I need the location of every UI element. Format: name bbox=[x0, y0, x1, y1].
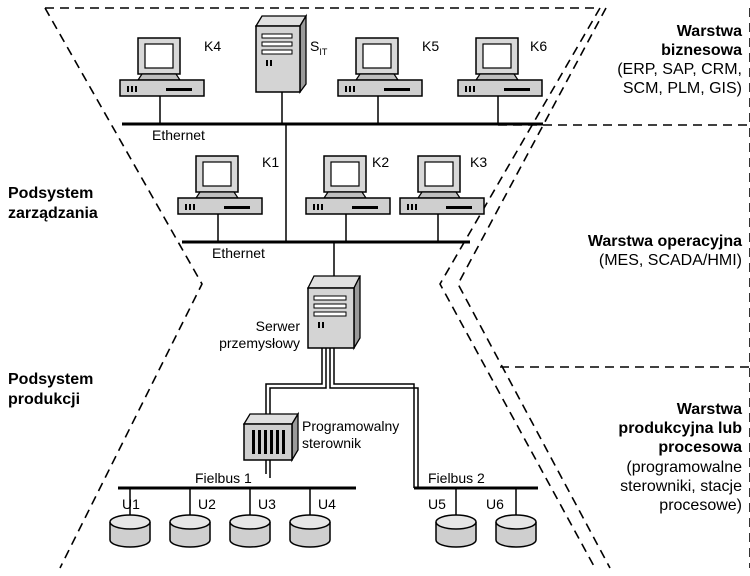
business-layer-line3: (ERP, SAP, CRM, bbox=[617, 61, 742, 78]
device-u1-icon bbox=[109, 514, 151, 548]
fieldbus1-label: Fielbus 1 bbox=[195, 470, 252, 486]
plc-label-2: sterownik bbox=[302, 435, 362, 451]
production-layer-line6: procesowe) bbox=[659, 497, 742, 514]
k5-label: K5 bbox=[422, 38, 440, 54]
industrial-server-label-2: przemysłowy bbox=[219, 335, 300, 351]
computer-k4-icon bbox=[119, 37, 205, 97]
plc-label-1: Programowalny bbox=[302, 418, 400, 434]
plc-icon bbox=[242, 411, 300, 463]
right-hourglass-edge bbox=[439, 7, 601, 569]
it-server-label-main: S bbox=[310, 38, 320, 54]
fieldbus2-label: Fielbus 2 bbox=[428, 470, 485, 486]
device-u2-icon bbox=[169, 514, 211, 548]
u1-label: U1 bbox=[122, 496, 140, 512]
k2-label: K2 bbox=[372, 154, 390, 170]
u2-label: U2 bbox=[198, 496, 216, 512]
production-layer-line1: Warstwa bbox=[676, 401, 742, 418]
top-ethernet-label: Ethernet bbox=[152, 127, 205, 143]
production-layer-line3: procesowa bbox=[658, 439, 742, 456]
device-u4-icon bbox=[289, 514, 331, 548]
device-u6-icon bbox=[495, 514, 537, 548]
production-layer-line5: sterowniki, stacje bbox=[620, 478, 742, 495]
it-server-label-sub: IT bbox=[319, 46, 328, 57]
production-subsystem-line1: Podsystem bbox=[8, 371, 94, 388]
k1-label: K1 bbox=[262, 154, 280, 170]
management-subsystem-line1: Podsystem bbox=[8, 185, 94, 202]
computer-k5-icon bbox=[337, 37, 423, 97]
production-layer-line4: (programowalne bbox=[626, 459, 742, 476]
industrial-server-label-1: Serwer bbox=[255, 318, 300, 334]
it-server-icon bbox=[254, 13, 308, 94]
k4-label: K4 bbox=[204, 38, 222, 54]
k3-label: K3 bbox=[470, 154, 488, 170]
u4-label: U4 bbox=[318, 496, 336, 512]
business-layer-line2: biznesowa bbox=[661, 42, 742, 59]
right-layer-edge bbox=[457, 7, 611, 569]
left-hourglass-edge bbox=[44, 7, 203, 569]
k6-label: K6 bbox=[530, 38, 548, 54]
industrial-server-icon bbox=[306, 275, 362, 351]
production-layer-line2: produkcyjna lub bbox=[618, 420, 742, 437]
u6-label: U6 bbox=[486, 496, 504, 512]
u5-label: U5 bbox=[428, 496, 446, 512]
device-u5-icon bbox=[435, 514, 477, 548]
business-layer-line4: SCM, PLM, GIS) bbox=[622, 80, 742, 97]
operational-layer-line2: (MES, SCADA/HMI) bbox=[598, 252, 742, 269]
computer-k1-icon bbox=[177, 155, 263, 215]
operational-layer-line1: Warstwa operacyjna bbox=[587, 233, 742, 250]
production-subsystem-line2: produkcji bbox=[8, 391, 81, 408]
u3-label: U3 bbox=[258, 496, 276, 512]
mid-ethernet-label: Ethernet bbox=[212, 245, 265, 261]
region-boundaries bbox=[44, 7, 750, 569]
management-subsystem-line2: zarządzania bbox=[8, 205, 98, 222]
business-layer-line1: Warstwa bbox=[676, 23, 742, 40]
it-server-label: SIT bbox=[310, 38, 327, 60]
network-lines bbox=[118, 91, 543, 522]
device-u3-icon bbox=[229, 514, 271, 548]
